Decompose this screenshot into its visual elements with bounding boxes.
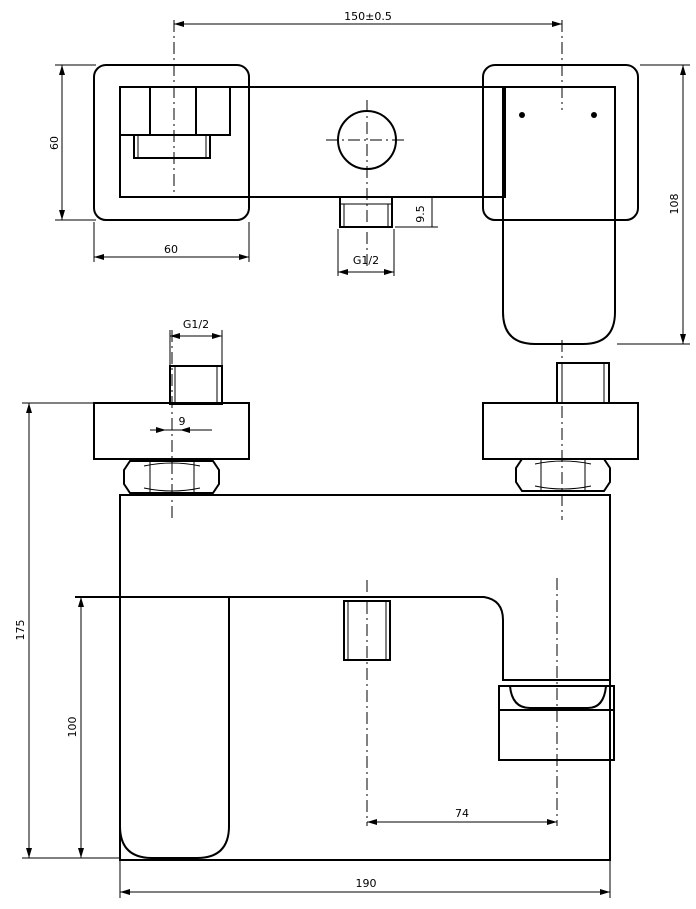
dim-9-5: 9.5 (414, 205, 427, 223)
dim-150: 150±0.5 (344, 10, 392, 23)
dim-190: 190 (356, 877, 377, 890)
front-spout (119, 597, 230, 859)
dim-60-vertical: 60 (48, 136, 61, 150)
dim-100: 100 (66, 717, 79, 738)
front-right-escutcheon (482, 402, 639, 460)
top-dimensions: 150±0.5 60 60 G1/2 9.5 108 (48, 10, 690, 345)
dim-74: 74 (455, 807, 469, 820)
front-right-hex-nut (515, 458, 611, 492)
top-right-plate (482, 64, 639, 221)
front-left-hex-nut (123, 460, 220, 494)
dim-g12-front: G1/2 (183, 318, 209, 331)
dim-175: 175 (14, 620, 27, 641)
top-lever (502, 86, 616, 345)
top-body (119, 86, 506, 198)
dim-9: 9 (179, 415, 186, 428)
dim-60-horizontal: 60 (164, 243, 178, 256)
front-diverter (343, 600, 391, 661)
top-left-nut (133, 134, 211, 159)
front-view (75, 330, 639, 861)
top-left-handle (119, 86, 231, 136)
front-main-body (119, 494, 611, 861)
dim-g12-top: G1/2 (353, 254, 379, 267)
top-left-plate (93, 64, 250, 221)
front-right-inlet-pipe (556, 362, 610, 404)
top-view (93, 20, 639, 345)
dim-108: 108 (668, 194, 681, 215)
front-dimensions: G1/2 9 175 100 74 190 (14, 318, 611, 898)
front-left-inlet-pipe (169, 365, 223, 405)
top-outlet-fitting (339, 196, 393, 228)
